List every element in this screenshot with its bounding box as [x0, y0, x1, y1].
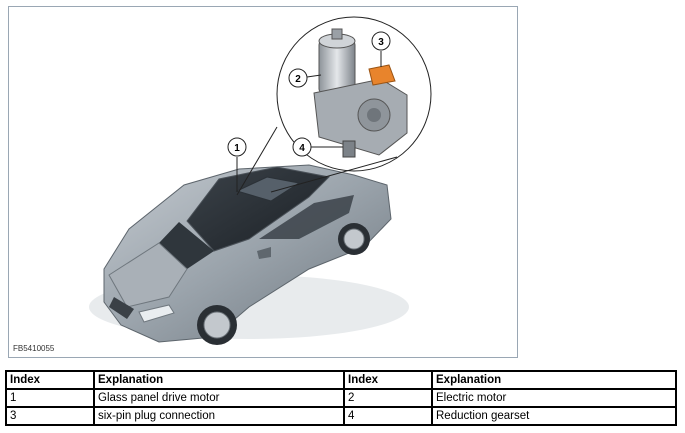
callout-4-marker	[292, 137, 312, 157]
figure-code: FB5410055	[13, 344, 55, 353]
callout-2: 2	[288, 68, 322, 88]
callout-3: 3	[371, 31, 391, 67]
car-illustration	[89, 164, 409, 345]
table-cell: Glass panel drive motor	[93, 388, 345, 408]
callout-2-label: 2	[295, 74, 301, 85]
callout-1-label: 1	[234, 143, 240, 154]
table-row: 3 six-pin plug connection 4 Reduction ge…	[5, 406, 677, 426]
header-explanation-2: Explanation	[431, 370, 677, 390]
motor-assembly	[313, 28, 408, 158]
table-cell: Reduction gearset	[431, 406, 677, 426]
table-row: 1 Glass panel drive motor 2 Electric mot…	[5, 388, 677, 408]
header-index-2: Index	[343, 370, 433, 390]
header-index-1: Index	[5, 370, 95, 390]
callout-1-marker	[227, 137, 247, 157]
callout-4-label: 4	[299, 143, 305, 154]
callout-3-marker	[371, 31, 391, 51]
callout-4: 4	[292, 137, 343, 157]
callout-2-marker	[288, 68, 308, 88]
table-cell: 4	[343, 406, 433, 426]
callout-1: 1	[227, 137, 247, 192]
table-header-row: Index Explanation Index Explanation	[5, 370, 677, 390]
header-explanation-1: Explanation	[93, 370, 345, 390]
table-cell: Electric motor	[431, 388, 677, 408]
sunroof-motor-illustration: 1 2 3 4	[89, 16, 432, 345]
figure-panel: 1 2 3 4 FB5410055	[8, 6, 518, 358]
table-cell: 1	[5, 388, 95, 408]
legend-table: Index Explanation Index Explanation 1 Gl…	[5, 370, 677, 426]
table-cell: six-pin plug connection	[93, 406, 345, 426]
table-cell: 3	[5, 406, 95, 426]
table-cell: 2	[343, 388, 433, 408]
callout-3-label: 3	[378, 37, 384, 48]
